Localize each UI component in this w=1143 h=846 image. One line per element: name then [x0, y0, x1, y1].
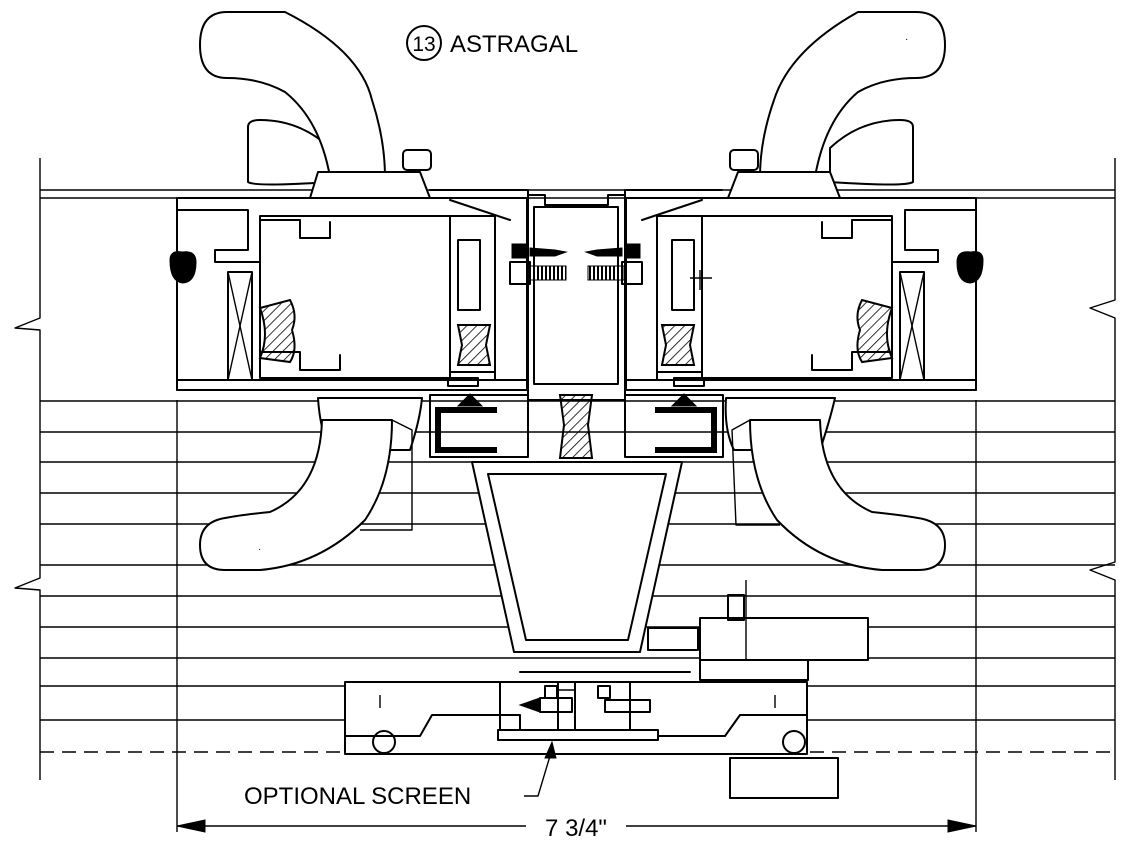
- callout-number: 13: [412, 33, 435, 56]
- left-break-line: [14, 158, 41, 780]
- callout-circle: [406, 25, 442, 61]
- detail-title: ASTRAGAL: [450, 31, 578, 58]
- right-break-line: [1089, 158, 1116, 780]
- handle-dot: ·: [258, 544, 261, 555]
- left-pull-handle: ·: [199, 11, 432, 571]
- tapered-receptor: [471, 461, 683, 653]
- center-astragal: [429, 194, 724, 459]
- optional-screen-callout: OPTIONAL SCREEN: [244, 740, 557, 810]
- left-door-stile: [169, 189, 529, 399]
- detail-callout: 13 ASTRAGAL: [406, 25, 578, 61]
- right-door-stile: [624, 189, 984, 399]
- overall-dimension: 7 3/4": [176, 815, 977, 842]
- handle-dot: ·: [905, 34, 908, 45]
- left-screw: [509, 243, 568, 285]
- optional-screen-label: OPTIONAL SCREEN: [244, 783, 471, 810]
- right-screw: [584, 243, 643, 285]
- right-pull-handle: ·: [724, 11, 946, 571]
- screen-assembly: [344, 580, 869, 799]
- dimension-label: 7 3/4": [545, 815, 607, 842]
